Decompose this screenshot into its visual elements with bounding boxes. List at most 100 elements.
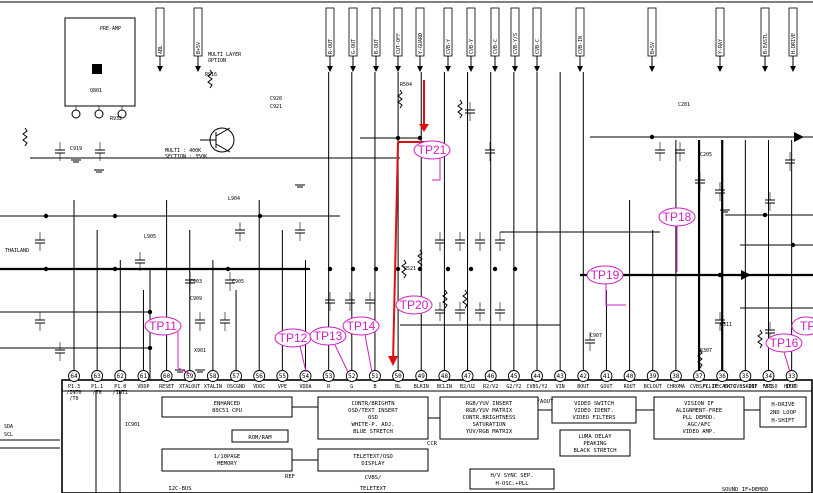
component-label: L904 bbox=[228, 196, 240, 202]
pre-amp-module bbox=[64, 17, 136, 119]
pin-circle bbox=[716, 370, 729, 382]
testpoint-tp1[interactable]: TP1 bbox=[791, 316, 813, 336]
teletext-line-2: DISPLAY bbox=[361, 461, 385, 467]
vision-line-1: VISION IF bbox=[684, 401, 714, 407]
testpoint-tp13[interactable]: TP13 bbox=[309, 326, 347, 346]
passive-components bbox=[22, 69, 796, 373]
signal-arrow bbox=[327, 66, 333, 72]
junction-dot bbox=[373, 266, 379, 272]
signal-arrow bbox=[790, 66, 796, 72]
tp21-label: TP21 bbox=[418, 143, 447, 157]
testpoint-tp11[interactable]: TP11 bbox=[144, 316, 191, 375]
pin-number: 39 bbox=[649, 373, 657, 380]
pin-circle bbox=[183, 370, 196, 382]
pin-label: R2/V2 bbox=[483, 384, 498, 390]
signal-label: CVB-C bbox=[493, 39, 499, 54]
junction-dot bbox=[492, 266, 498, 272]
pin-circle bbox=[392, 370, 405, 382]
pin-label: GOUT bbox=[600, 384, 612, 390]
testpoint-tp18[interactable]: TP18 bbox=[658, 207, 696, 272]
pin-number: 63 bbox=[94, 373, 102, 380]
resistor bbox=[697, 349, 703, 369]
signal-arrow bbox=[157, 66, 163, 72]
component-label: C907 bbox=[590, 333, 602, 339]
memory-line-2: MEMORY bbox=[217, 461, 238, 467]
testpoint-tp20[interactable]: TP20 bbox=[395, 295, 433, 315]
pin-label: VDDA bbox=[299, 384, 311, 390]
pin-circle bbox=[160, 370, 173, 382]
junction-dot bbox=[112, 266, 118, 272]
pin-number: 59 bbox=[186, 373, 194, 380]
pin-circle bbox=[623, 370, 636, 382]
pin-circle bbox=[484, 370, 497, 382]
junction-dot bbox=[112, 213, 118, 219]
pin-circle bbox=[600, 370, 613, 382]
signal-label: CVB-Y/S bbox=[513, 33, 519, 54]
pin-number: 58 bbox=[209, 373, 217, 380]
signal-label: H-DRIVE bbox=[791, 33, 797, 54]
pin-circle bbox=[507, 370, 520, 382]
testpoint-tp16[interactable]: TP16 bbox=[765, 333, 803, 353]
resistor bbox=[462, 289, 468, 309]
junction-dot bbox=[225, 266, 231, 272]
tp12-label: TP12 bbox=[279, 331, 308, 345]
luma-line-1: LUMA DELAY bbox=[578, 434, 612, 440]
testpoint-tp14[interactable]: TP14 bbox=[342, 316, 380, 336]
pin-label: B bbox=[373, 384, 376, 390]
signal-label: CVB-Y bbox=[469, 39, 475, 54]
resistor bbox=[442, 289, 448, 309]
junction-dot bbox=[717, 272, 723, 278]
pin-number: 43 bbox=[557, 373, 565, 380]
signal-arrow bbox=[468, 66, 474, 72]
pin-number: 36 bbox=[719, 373, 727, 380]
hdrive-line-1: H-DRIVE bbox=[771, 402, 794, 408]
pin-label: CHROMA bbox=[667, 384, 685, 390]
pin-label: VP1 bbox=[764, 384, 773, 390]
vision-line-2: ALIGNMENT-FREE bbox=[676, 408, 722, 414]
component-label: R932 bbox=[110, 116, 122, 122]
junction-dot bbox=[790, 242, 796, 248]
pin-number: 45 bbox=[510, 373, 518, 380]
testpoint-tp19[interactable]: TP19 bbox=[586, 265, 626, 306]
pin-label: PLLIF bbox=[702, 384, 717, 390]
pin-circle bbox=[438, 370, 451, 382]
tp14-label: TP14 bbox=[347, 319, 376, 333]
resistor bbox=[417, 249, 423, 269]
junction-dot bbox=[762, 212, 768, 218]
pin-label: BL bbox=[395, 384, 401, 390]
testpoint-tp12[interactable]: TP12 bbox=[274, 328, 312, 348]
component-label: OPTION bbox=[208, 58, 226, 64]
ref-caption: REF bbox=[285, 474, 295, 480]
tp16-label: TP16 bbox=[770, 336, 799, 350]
pin-circle bbox=[114, 370, 127, 382]
component-label: R504 bbox=[400, 82, 412, 88]
pin-number: 44 bbox=[533, 373, 541, 380]
aout-caption: /AOUT bbox=[537, 399, 554, 405]
pin-circle bbox=[276, 370, 289, 382]
pin-circle bbox=[785, 370, 798, 382]
testpoint-tp21[interactable]: TP21 bbox=[413, 140, 451, 181]
pin-number: 33 bbox=[788, 373, 796, 380]
junction-dot bbox=[350, 266, 356, 272]
pin-number: 38 bbox=[672, 373, 680, 380]
component-label: SDA bbox=[4, 424, 13, 430]
test-points: TP21 TP18 TP19 TP20 TP11 TP12 TP13 bbox=[144, 140, 813, 375]
junction-dot bbox=[395, 266, 401, 272]
pin-number: 60 bbox=[163, 373, 171, 380]
pin-label: VIN bbox=[556, 384, 565, 390]
pin-number: 56 bbox=[256, 373, 264, 380]
rgb-line-4: SATURATION bbox=[472, 422, 505, 428]
component-label: SECTION : 350K bbox=[165, 154, 207, 160]
pin-label: VDDP bbox=[137, 384, 149, 390]
internal-blocks bbox=[95, 391, 807, 493]
vsw-line-2: VIDEO IDENT. bbox=[574, 408, 614, 414]
signal-label: CVB-IN bbox=[578, 36, 584, 54]
component-label: L905 bbox=[144, 234, 156, 240]
pin-number: 55 bbox=[279, 373, 287, 380]
junction-dot bbox=[395, 135, 401, 141]
pin-number: 53 bbox=[325, 373, 333, 380]
pin-label: G bbox=[350, 384, 353, 390]
junction-dot bbox=[512, 266, 518, 272]
tp11-label: TP11 bbox=[149, 319, 177, 333]
pin-label: IFVO bbox=[786, 384, 798, 390]
